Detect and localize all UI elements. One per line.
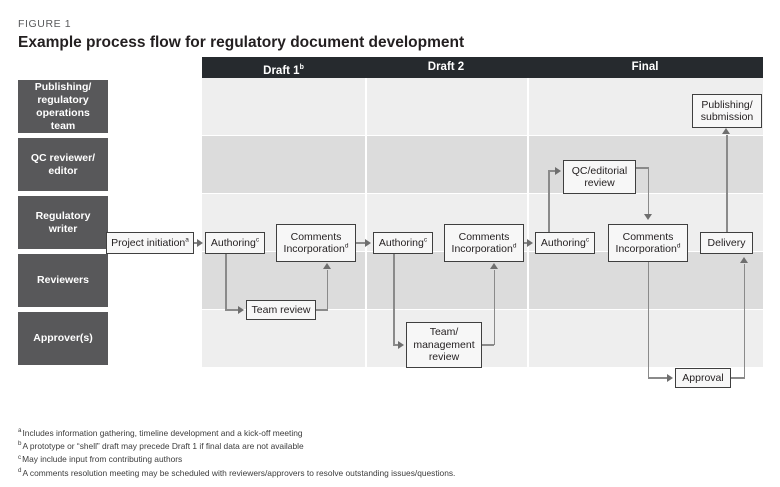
connector-approval-delivery-v [743,264,746,378]
connector-project-initiation-authoring1 [194,242,198,244]
arrowhead-delivery [739,257,748,263]
footnote-d: dA comments resolution meeting may be sc… [18,467,762,480]
connector-teamreview-ci1-h [316,309,328,311]
footnote-text: A comments resolution meeting may be sch… [22,467,456,478]
arrowhead-authoring3 [527,238,533,247]
arrowhead-publishing [722,128,730,134]
connector-approval-delivery-h [731,377,745,379]
connector-qc-ci3-h [636,167,649,169]
process-node-delivery[interactable]: Delivery [700,232,753,254]
column-header-2: Final [527,57,763,78]
footnote-mark: a [18,427,22,435]
footnotes: aIncludes information gathering, timelin… [18,427,762,480]
arrowhead-ci2 [489,263,498,269]
connector-authoring1-teamreview-v [225,254,227,310]
process-node-label: Authoringc [540,236,590,249]
connector-authoring1-teamreview-h [225,309,239,311]
arrowhead-approval [667,373,673,382]
column-header-label: Draft 2 [427,61,465,73]
column-header-bar [202,57,763,78]
process-node-publishing-submission[interactable]: Publishing/submission [692,94,762,128]
footnote-text: A prototype or “shell” draft may precede… [22,441,304,452]
arrowhead-ci1 [322,263,331,269]
column-header-label: Draft 1 [263,64,300,77]
arrowhead-authoring2 [365,238,371,247]
connector-authoring3-qc-v [548,170,550,232]
role-block-4: Approver(s) [18,312,108,365]
figure-header: FIGURE 1 Example process flow for regula… [18,18,758,53]
connector-ci1-authoring2 [356,242,366,244]
connector-qc-ci3-v [647,167,650,215]
column-header-0: Draft 1b [202,57,365,78]
arrowhead-tmreview [398,340,404,349]
connector-teamreview-ci1-v [326,270,329,310]
role-block-label: Approver(s) [33,332,93,344]
column-divider-2 [527,78,529,367]
row-band-1 [202,136,763,193]
footnote-a: aIncludes information gathering, timelin… [18,427,762,440]
process-node-authoring-3[interactable]: Authoringc [535,232,595,254]
footnote-mark: b [18,440,22,448]
connector-ci3-approval-h [647,377,668,379]
column-divider-1 [365,78,367,367]
connector-authoring2-tmreview-v [393,254,395,345]
process-node-label: Approval [682,371,724,384]
connector-authoring2-tmreview-h [393,344,399,346]
role-block-1: QC reviewer/editor [18,138,108,191]
process-node-team-review[interactable]: Team review [246,300,316,320]
column-header-footnote-mark: b [299,64,304,71]
footnote-b: bA prototype or “shell” draft may preced… [18,440,762,453]
connector-tmreview-ci2-v [493,270,496,345]
arrowhead-ci3 [643,214,652,220]
process-node-label: Authoringc [210,236,260,249]
connector-ci2-authoring3 [524,242,528,244]
connector-tmreview-ci2-h [482,344,494,346]
figure-title: Example process flow for regulatory docu… [18,34,465,51]
process-node-label: Publishing/submission [700,98,754,124]
column-header-1: Draft 2 [365,57,527,78]
connector-ci3-approval-v [647,262,650,378]
process-node-label: Delivery [707,236,746,249]
arrowhead-teamreview [238,305,244,314]
footnote-mark: c [18,453,22,461]
connector-authoring3-qc-h [548,170,556,172]
process-node-approval[interactable]: Approval [675,368,731,388]
column-header-label: Final [631,61,659,73]
arrowhead-qc-review [555,166,561,175]
connector-delivery-publishing-v [726,135,728,233]
arrowhead-authoring1 [197,238,203,247]
footnote-text: Includes information gathering, timeline… [22,428,303,438]
footnote-mark: d [18,466,22,474]
row-band-0 [202,78,763,135]
process-node-label: Project initiationa [111,236,189,249]
process-node-authoring-1[interactable]: Authoringc [205,232,265,254]
role-block-label: QC reviewer/editor [30,151,96,177]
footnote-text: May include input from contributing auth… [22,454,183,465]
footnote-c: cMay include input from contributing aut… [18,453,762,466]
figure-label: FIGURE 1 [18,18,72,30]
role-block-3: Reviewers [18,254,108,307]
process-node-project-initiation[interactable]: Project initiationa [106,232,194,254]
process-node-label: Authoringc [378,236,428,249]
process-node-label: Team review [251,303,311,316]
process-node-authoring-2[interactable]: Authoringc [373,232,433,254]
role-block-label: Reviewers [37,274,89,286]
process-flow-diagram: Draft 1b Draft 2 Final Publishing/regulato… [0,57,780,419]
